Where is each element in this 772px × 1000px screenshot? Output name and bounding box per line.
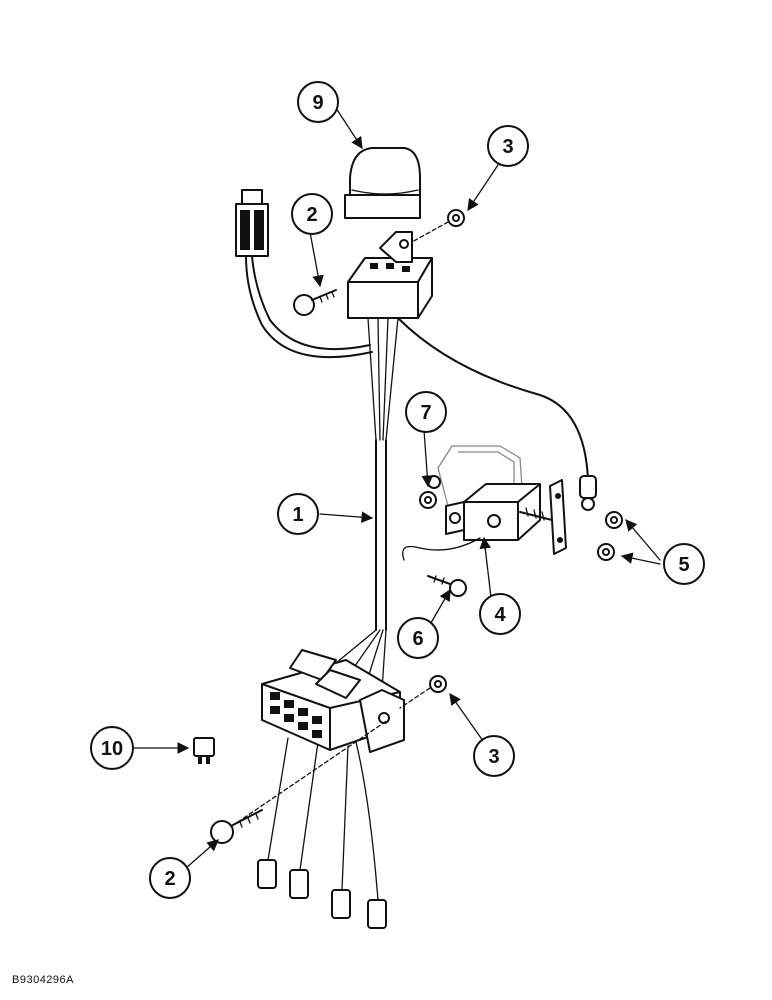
callout-2b-label: 2	[164, 868, 175, 890]
callout-4: 4	[479, 593, 521, 635]
callout-2a: 2	[291, 193, 333, 235]
ring-terminal	[579, 475, 597, 499]
callout-3b: 3	[473, 735, 515, 777]
nut-lower	[429, 675, 447, 693]
callout-1-label: 1	[292, 504, 303, 526]
callout-4-label: 4	[494, 604, 506, 626]
circuit-breaker	[402, 445, 567, 561]
nut-upper	[447, 209, 465, 227]
callout-2b: 2	[149, 857, 191, 899]
callout-7-label: 7	[420, 402, 431, 424]
callout-3a-label: 3	[502, 136, 513, 158]
callout-2a-label: 2	[306, 204, 317, 226]
callout-1: 1	[277, 493, 319, 535]
callout-9: 9	[297, 81, 339, 123]
screw-upper	[293, 289, 337, 316]
bottom-connector-block	[261, 649, 405, 753]
callout-5-label: 5	[678, 554, 689, 576]
callout-3b-label: 3	[488, 746, 499, 768]
callout-10: 10	[90, 726, 134, 770]
figure-id: B9304296A	[12, 974, 74, 986]
callout-6: 6	[397, 617, 439, 659]
harness-wires	[245, 255, 589, 901]
callout-5: 5	[663, 543, 705, 585]
nuts-breaker	[581, 497, 623, 561]
callout-9-label: 9	[312, 92, 323, 114]
leader-lines	[133, 107, 661, 869]
top-connector	[235, 189, 269, 257]
callout-7: 7	[405, 391, 447, 433]
callout-6-label: 6	[412, 628, 423, 650]
relay	[344, 147, 421, 219]
nut-breaker-mount	[419, 475, 441, 509]
callout-10-label: 10	[101, 738, 123, 760]
screw-breaker	[427, 575, 467, 597]
callout-3a: 3	[487, 125, 529, 167]
terminal-ends	[257, 859, 387, 929]
relay-socket	[347, 231, 433, 319]
fuse	[193, 737, 215, 764]
screw-lower	[210, 809, 263, 844]
